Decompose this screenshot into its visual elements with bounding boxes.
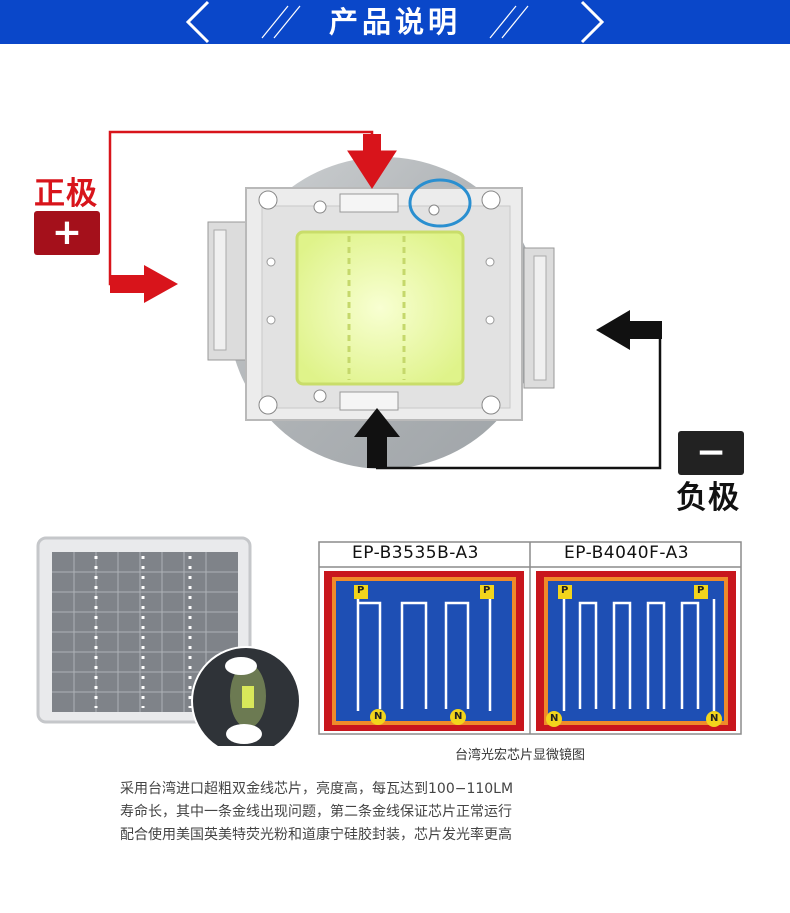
pad-p-label: P [697, 585, 705, 596]
chip-layout-comparison: EP-B3535B-A3 EP-B4040F-A3 P P N N P P N … [318, 541, 742, 735]
pad-p-label: P [483, 585, 491, 596]
positive-arrow-right [144, 265, 178, 303]
pad-n-label: N [374, 711, 383, 722]
chip-model-1: EP-B3535B-A3 [352, 543, 479, 563]
pad-n-label: N [454, 711, 463, 722]
description-line: 采用台湾进口超粗双金线芯片，亮度高，每瓦达到100−110LM [120, 781, 514, 797]
mount-hole [258, 190, 278, 210]
mount-hole [258, 395, 278, 415]
pad-n-label: N [710, 713, 719, 724]
pad-n-label: N [550, 713, 559, 724]
product-description: 采用台湾进口超粗双金线芯片，亮度高，每瓦达到100−110LM 寿命长，其中一条… [120, 778, 513, 847]
positive-symbol-badge: + [34, 211, 100, 255]
chip-caption: 台湾光宏芯片显微镜图 [455, 748, 586, 763]
description-line: 配合使用美国英美特荧光粉和道康宁硅胶封装，芯片发光率更高 [120, 827, 512, 843]
negative-label: 负极 [676, 480, 740, 516]
negative-arrow-up [354, 408, 400, 437]
negative-arrow-left [596, 310, 630, 350]
chip-diagram-2 [536, 571, 736, 731]
mount-hole [481, 395, 501, 415]
cob-led-module-illustration [108, 130, 662, 470]
mount-hole [481, 190, 501, 210]
chip-diagram-1 [324, 571, 524, 731]
header-banner: 产品说明 [0, 0, 790, 44]
emitter-area [295, 230, 465, 386]
highlight-circle [408, 178, 472, 228]
chip-model-2: EP-B4040F-A3 [564, 543, 690, 563]
negative-symbol-badge: − [678, 431, 744, 475]
led-polarity-diagram: 正极 + − 负极 [0, 44, 790, 516]
description-line: 寿命长，其中一条金线出现问题，第二条金线保证芯片正常运行 [120, 804, 512, 820]
chip-microscope-photo [36, 536, 301, 746]
banner-decoration [185, 0, 605, 44]
page-title: 产品说明 [328, 5, 461, 39]
positive-label: 正极 [34, 176, 98, 212]
pad-p-label: P [561, 585, 569, 596]
pad-p-label: P [357, 585, 365, 596]
